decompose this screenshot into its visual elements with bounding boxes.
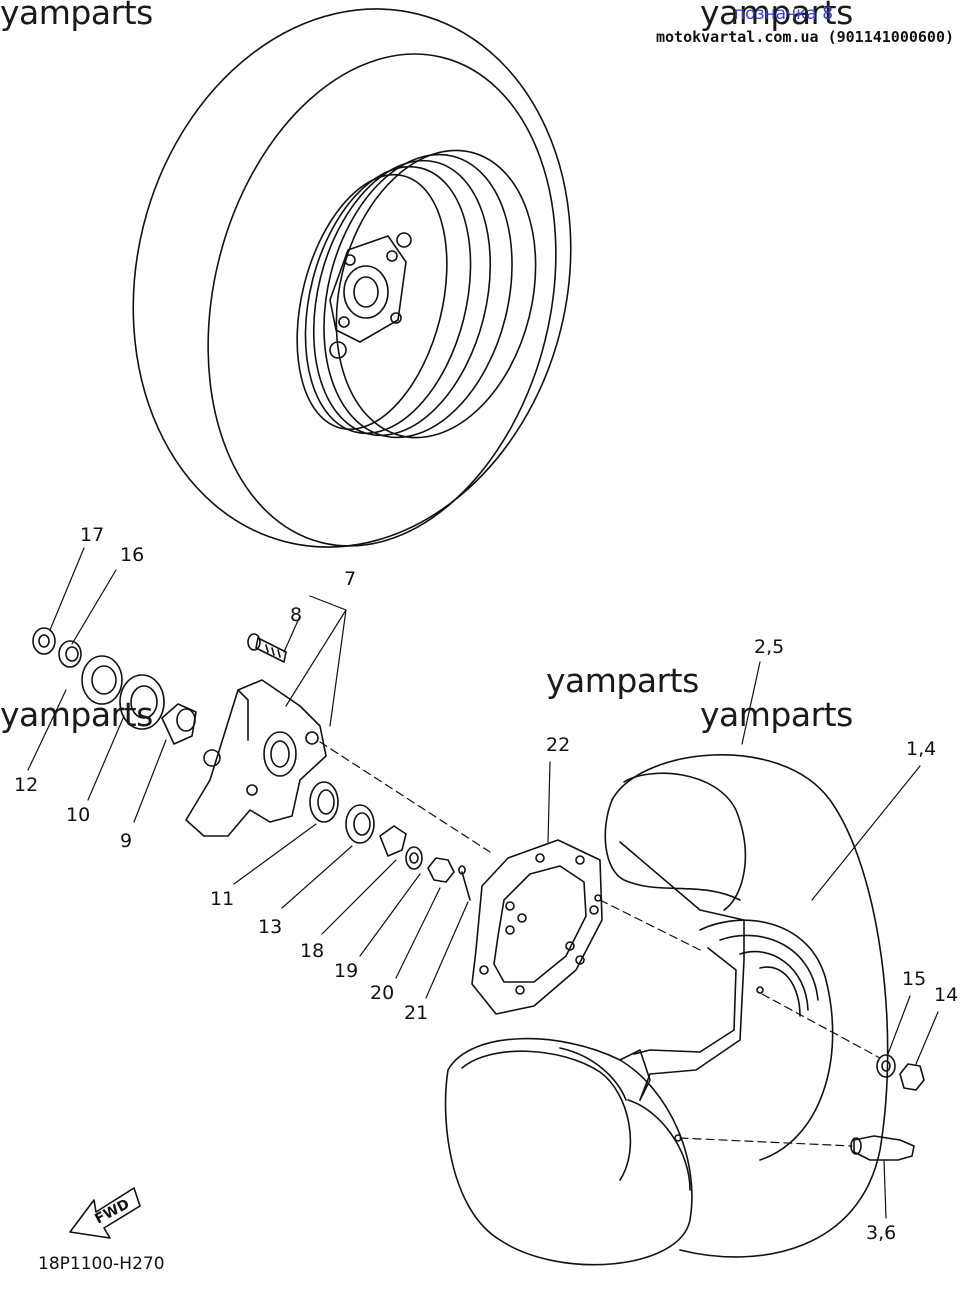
bolt-part-8 — [247, 633, 287, 663]
watermark-middle-left: yamparts — [0, 695, 153, 734]
callout-2-5: 2,5 — [754, 636, 785, 658]
callout-7: 7 — [344, 568, 357, 590]
callout-9: 9 — [120, 830, 133, 852]
assembled-wheel — [132, 8, 572, 548]
callout-10: 10 — [66, 804, 91, 826]
callout-3-6: 3,6 — [866, 1222, 897, 1244]
callout-8: 8 — [290, 604, 303, 626]
callout-16: 16 — [120, 544, 145, 566]
header-site: motokvartal.com.ua (901141000600) — [656, 28, 955, 46]
callout-15: 15 — [902, 968, 927, 990]
callout-21: 21 — [404, 1002, 429, 1024]
knuckle-part-7 — [185, 679, 327, 837]
parts-left — [32, 627, 471, 901]
callout-12: 12 — [14, 774, 39, 796]
diagram-code: 18P1100-H270 — [38, 1254, 165, 1274]
fwd-arrow: FWD — [69, 1187, 141, 1239]
callout-17: 17 — [80, 524, 105, 546]
valve-part-3-6 — [850, 1135, 915, 1161]
callout-19: 19 — [334, 960, 359, 982]
callout-14: 14 — [934, 984, 959, 1006]
callout-11: 11 — [210, 888, 235, 910]
leader-lines — [27, 547, 939, 1219]
split-wheel — [444, 754, 889, 1266]
watermark-top-left: yamparts — [0, 0, 153, 32]
watermark-top-right: yamparts — [700, 0, 853, 32]
callout-22: 22 — [546, 734, 571, 756]
watermark-center-right: yamparts — [700, 695, 853, 734]
header-note: позначка 8 — [734, 4, 834, 24]
lug-hardware — [876, 1054, 925, 1091]
brake-disc-part-22 — [471, 839, 603, 1015]
callout-1-4: 1,4 — [906, 738, 937, 760]
callout-20: 20 — [370, 982, 395, 1004]
callout-13: 13 — [258, 916, 283, 938]
assembled-hub — [329, 232, 412, 359]
callout-18: 18 — [300, 940, 325, 962]
watermark-center: yamparts — [546, 661, 699, 700]
